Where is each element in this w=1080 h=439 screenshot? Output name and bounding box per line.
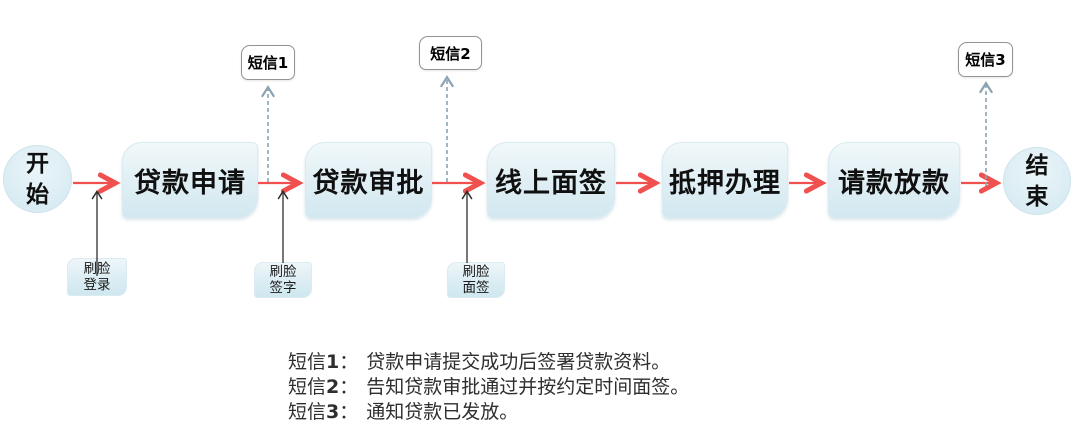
step-loan-application-label: 贷款申请 (134, 167, 246, 199)
step-loan-application: 贷款申请 (122, 142, 258, 218)
sms-note-1-colon: ： (339, 351, 359, 373)
sms2-box: 短信2 (419, 36, 482, 70)
sms-note-3-num: 3 (326, 401, 340, 423)
face-sign-tag: 刷脸签字 (254, 262, 312, 298)
sms-notes: 短信1：贷款申请提交成功后签署贷款资料。 短信2：告知贷款审批通过并按约定时间面… (288, 350, 689, 425)
sms-note-2-prefix: 短信 (288, 376, 327, 398)
end-node-label: 结束 (1025, 151, 1049, 210)
sms-note-2: 短信2： 告知贷款审批通过并按约定时间面签。 (288, 375, 689, 400)
sms-note-1: 短信1： 贷款申请提交成功后签署贷款资料。 (288, 350, 689, 375)
sms-note-2-num: 2 (326, 376, 340, 398)
sms-note-2-colon: ： (339, 376, 359, 398)
face-interview-tag: 刷脸面签 (447, 262, 505, 298)
sms2-label: 短信2 (430, 44, 471, 63)
step-mortgage-processing-label: 抵押办理 (669, 167, 781, 199)
sms-note-1-prefix: 短信 (288, 351, 327, 373)
step-disbursement: 请款放款 (828, 142, 960, 218)
sms-note-1-num: 1 (326, 351, 340, 373)
face-login-label: 刷脸登录 (83, 260, 111, 293)
start-node-label: 开始 (25, 149, 49, 208)
end-node: 结束 (1003, 147, 1071, 215)
face-interview-label: 刷脸面签 (462, 263, 490, 296)
sms-note-2-text: 告知贷款审批通过并按约定时间面签。 (366, 376, 690, 398)
sms-note-1-text: 贷款申请提交成功后签署贷款资料。 (366, 351, 671, 373)
sms-note-3-prefix: 短信 (288, 401, 327, 423)
face-login-tag: 刷脸登录 (67, 258, 127, 296)
step-loan-approval: 贷款审批 (305, 142, 432, 218)
face-sign-label: 刷脸签字 (269, 263, 297, 296)
sms-note-3: 短信3： 通知贷款已发放。 (288, 400, 689, 425)
step-disbursement-label: 请款放款 (838, 167, 950, 199)
step-loan-approval-label: 贷款审批 (312, 167, 425, 199)
step-mortgage-processing: 抵押办理 (662, 142, 788, 218)
start-node: 开始 (3, 145, 72, 213)
sms3-box: 短信3 (958, 42, 1013, 77)
sms3-label: 短信3 (965, 51, 1006, 69)
step-online-interview-label: 线上面签 (495, 167, 607, 199)
step-online-interview: 线上面签 (487, 142, 615, 218)
sms-note-3-text: 通知贷款已发放。 (366, 401, 519, 423)
sms1-box: 短信1 (241, 45, 295, 80)
sms-note-3-colon: ： (339, 401, 359, 423)
sms1-label: 短信1 (247, 54, 289, 72)
